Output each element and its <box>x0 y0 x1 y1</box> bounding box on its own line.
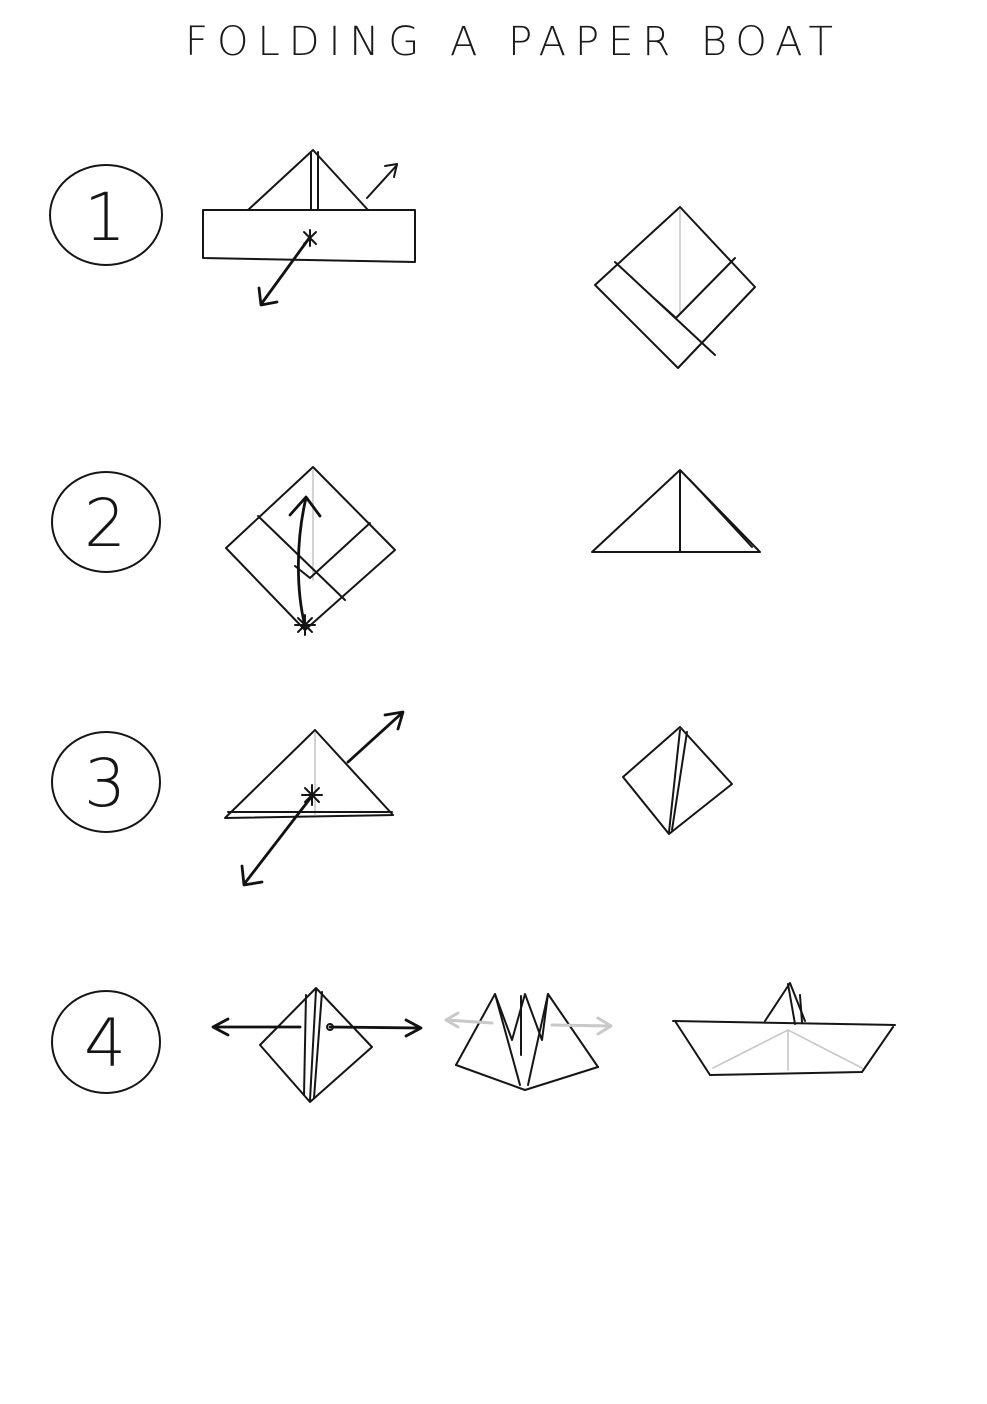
step-1-number: 1 <box>84 179 126 256</box>
step-4-diamond <box>259 987 373 1103</box>
page-title: FOLDING A PAPER BOAT <box>185 19 842 65</box>
step-4-number-circle <box>51 990 161 1094</box>
step-4-pull-arrows <box>211 1017 423 1038</box>
step-4: 4 <box>51 982 896 1103</box>
step-1: 1 <box>49 149 756 369</box>
step-3-fold-arrow <box>240 710 405 887</box>
step-2-number: 2 <box>84 485 126 562</box>
step-4-opening-shape <box>444 993 613 1091</box>
step-2-result-triangle <box>591 469 761 553</box>
step-1-fold-arrow <box>257 163 398 307</box>
step-1-folded-paper <box>202 149 416 263</box>
step-3-triangle <box>224 729 394 819</box>
step-3-number: 3 <box>84 745 126 822</box>
step-3-number-circle <box>51 731 161 833</box>
step-2-number-circle <box>51 471 161 573</box>
step-2-diamond <box>225 466 396 631</box>
final-paper-boat <box>672 982 896 1076</box>
step-1-number-circle <box>49 164 163 266</box>
step-2: 2 <box>51 466 761 636</box>
step-3-result-diamond <box>622 726 733 835</box>
step-3: 3 <box>51 710 733 887</box>
step-1-result-diamond <box>594 206 756 369</box>
step-2-fold-arrow <box>288 495 322 636</box>
step-4-number: 4 <box>84 1005 126 1082</box>
